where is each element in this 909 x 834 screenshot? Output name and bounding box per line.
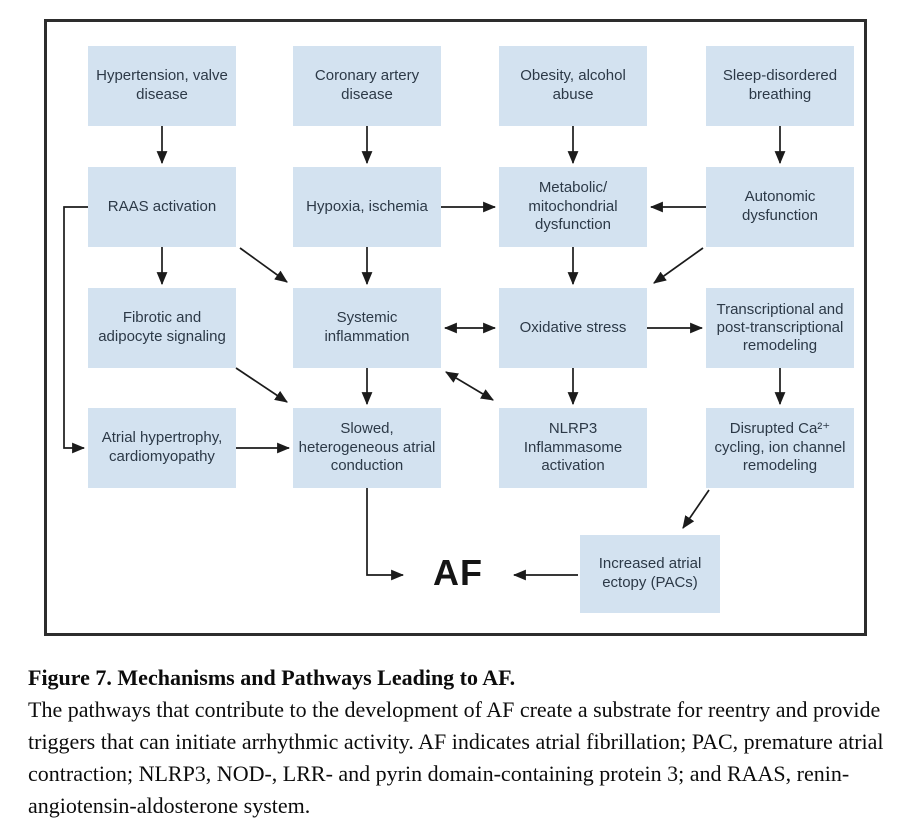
node-increased-atrial-ectopy: Increased atrial ectopy (PACs) [580, 535, 720, 613]
node-autonomic-dysfunction: Autonomic dysfunction [706, 167, 854, 247]
node-nlrp3-inflammasome-activation: NLRP3 Inflammasome activation [499, 408, 647, 488]
arrow-layer [63, 126, 786, 581]
af-endpoint-label: AF [433, 552, 483, 593]
figure-caption: Figure 7. Mechanisms and Pathways Leadin… [28, 662, 890, 821]
node-hypoxia-ischemia: Hypoxia, ischemia [293, 167, 441, 247]
caption-body: The pathways that contribute to the deve… [28, 696, 884, 818]
node-atrial-hypertrophy-cardiomyopathy: Atrial hypertrophy, cardiomyopathy [88, 408, 236, 488]
node-coronary-artery-disease: Coronary artery disease [293, 46, 441, 126]
arrow-autonomic-to-oxidative [653, 247, 704, 284]
node-slowed-heterogeneous-atrial-conduction: Slowed, heterogeneous atrial conduction [293, 408, 441, 488]
diagram-frame: Hypertension, valve disease Coronary art… [44, 19, 867, 636]
node-hypertension-valve-disease: Hypertension, valve disease [88, 46, 236, 126]
arrow-disrupted-to-ectopy [682, 489, 710, 529]
node-oxidative-stress: Oxidative stress [499, 288, 647, 368]
caption-title: Figure 7. Mechanisms and Pathways Leadin… [28, 665, 516, 690]
node-systemic-inflammation: Systemic inflammation [293, 288, 441, 368]
node-obesity-alcohol-abuse: Obesity, alcohol abuse [499, 46, 647, 126]
arrow-systemic-nlrp3-bidirectional [445, 371, 494, 401]
node-transcriptional-remodeling: Transcriptional and post-transcriptional… [706, 288, 854, 368]
arrow-raas-rail-to-hypertrophy [63, 206, 88, 454]
node-sleep-disordered-breathing: Sleep-disordered breathing [706, 46, 854, 126]
arrow-slowed-to-af [366, 488, 405, 581]
node-disrupted-ca-cycling: Disrupted Ca²⁺ cycling, ion channel remo… [706, 408, 854, 488]
node-raas-activation: RAAS activation [88, 167, 236, 247]
node-metabolic-mitochondrial-dysfunction: Metabolic/ mitochondrial dysfunction [499, 167, 647, 247]
arrow-fibrotic-to-slowed [235, 367, 288, 403]
arrow-raas-to-systemic [239, 247, 288, 283]
node-fibrotic-adipocyte-signaling: Fibrotic and adipocyte signaling [88, 288, 236, 368]
